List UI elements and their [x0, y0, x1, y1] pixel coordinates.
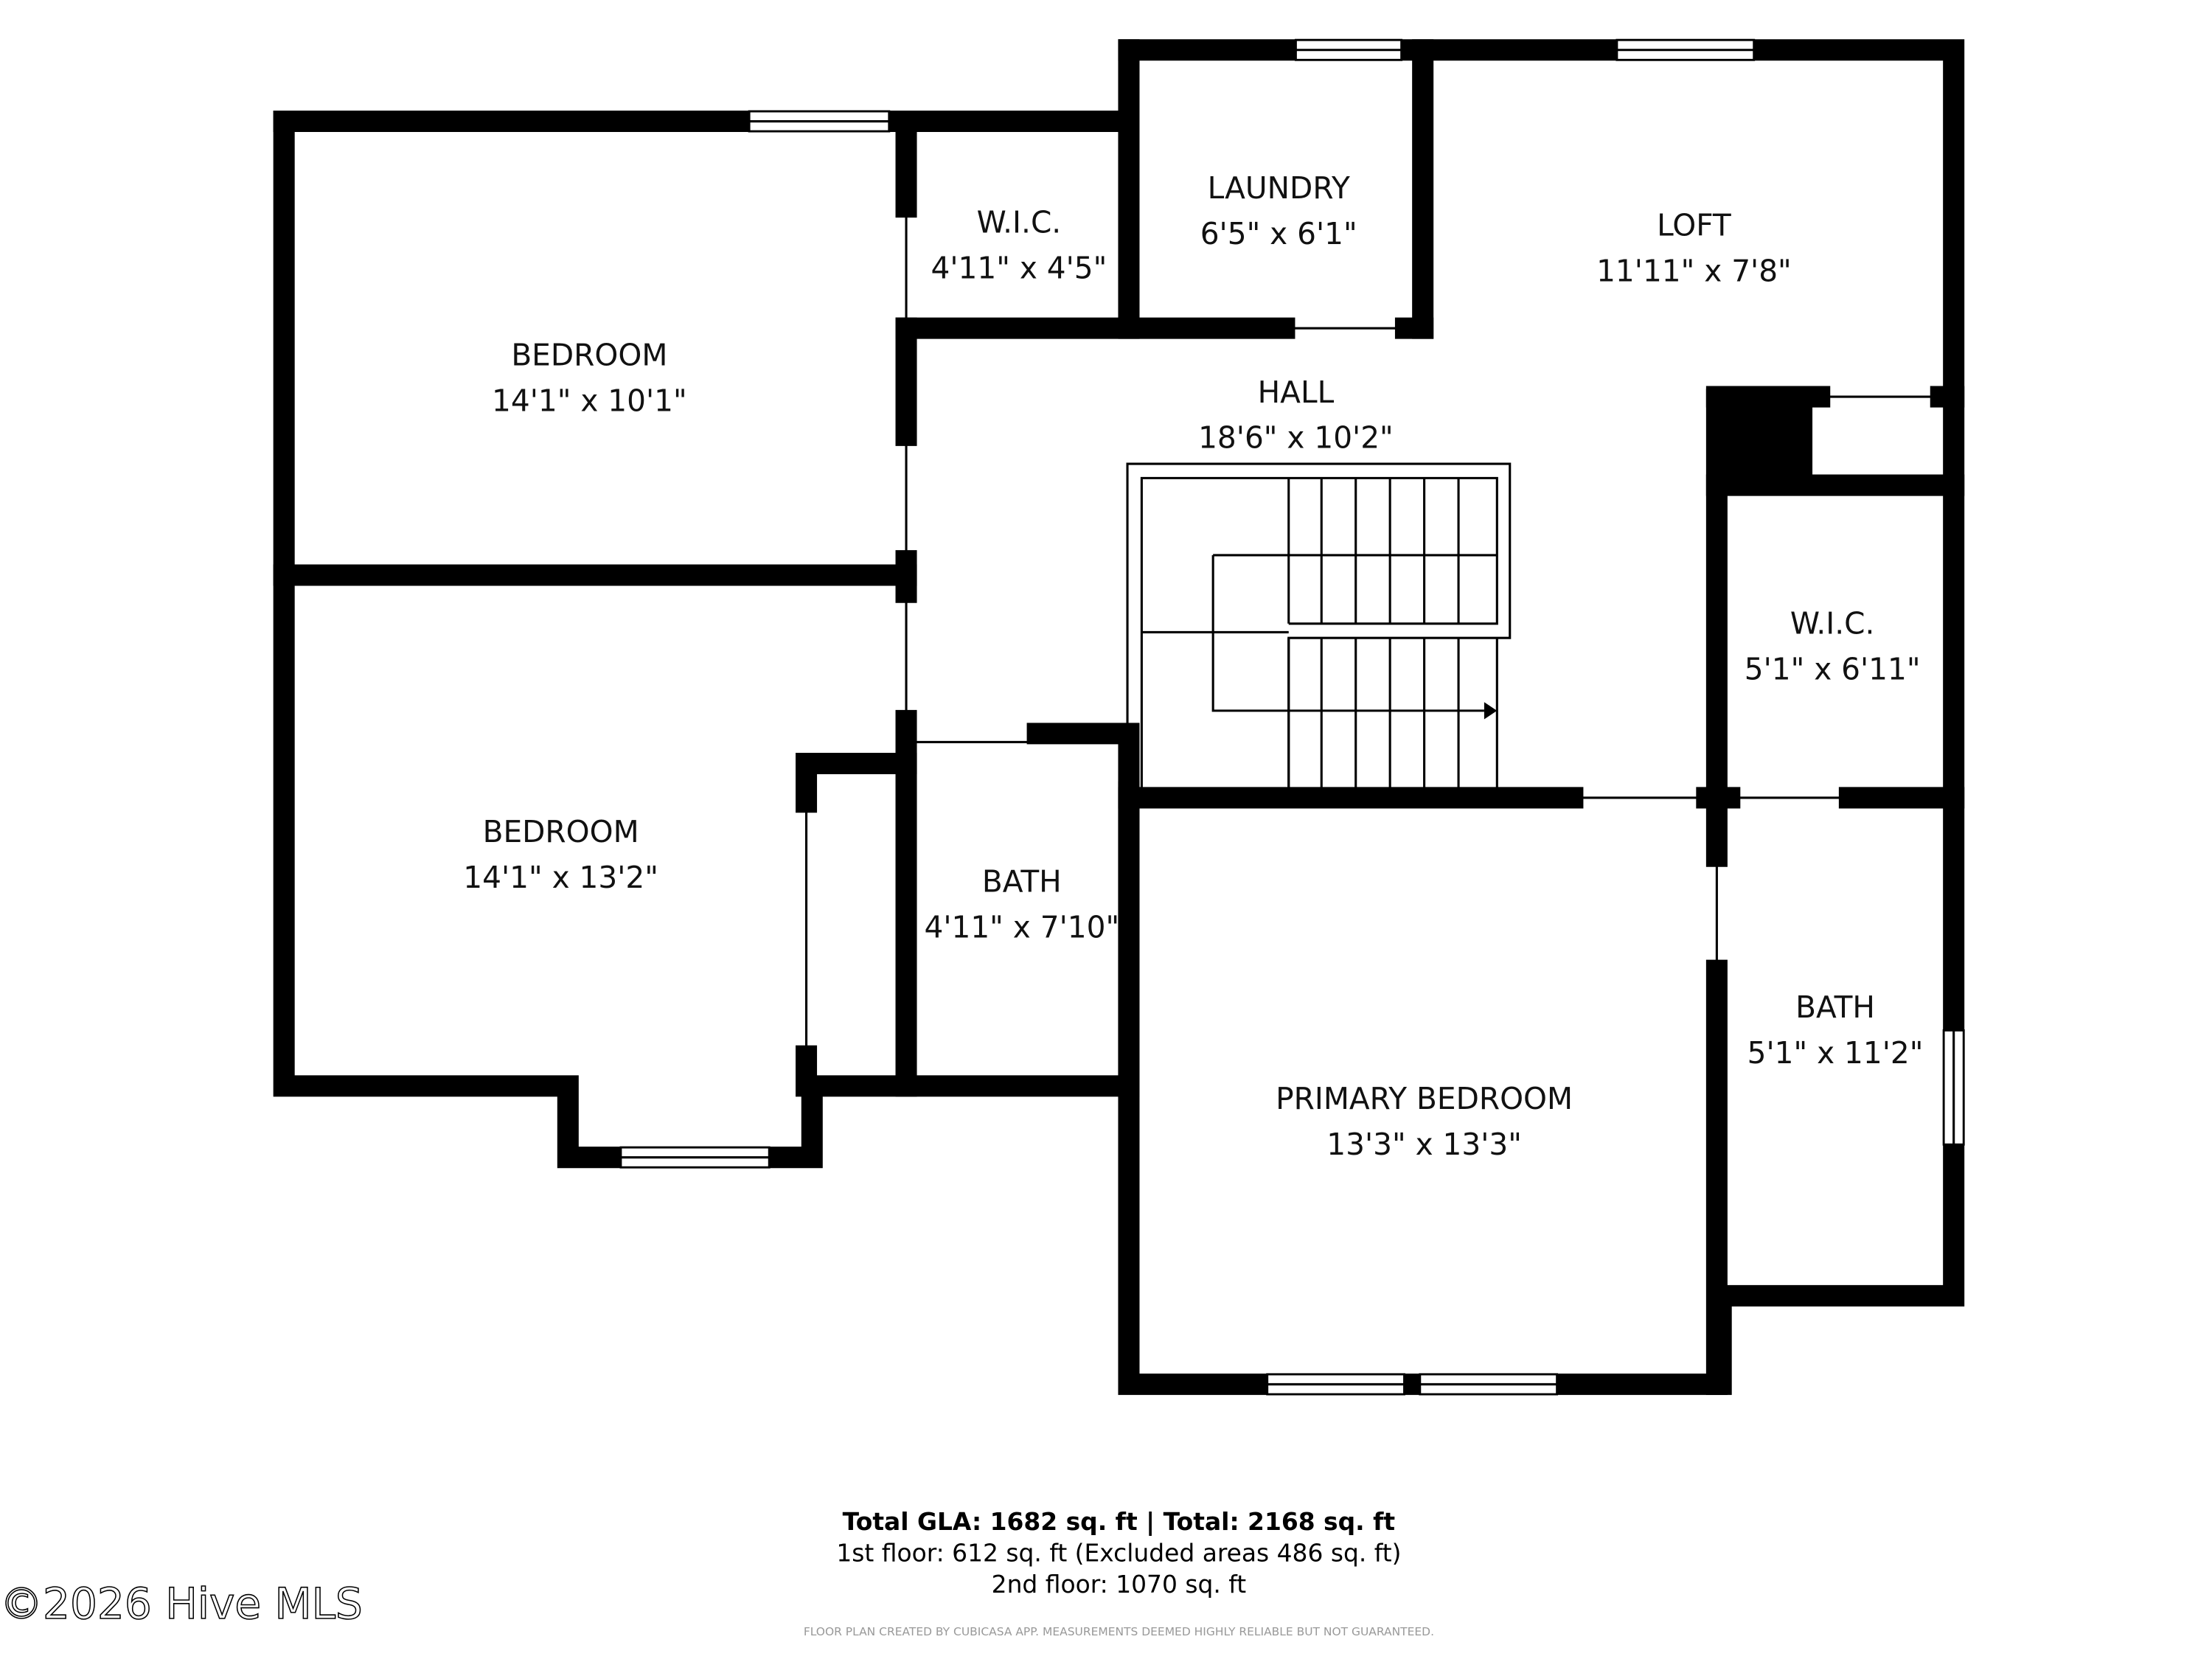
first-floor-area: 1st floor: 612 sq. ft (Excluded areas 48… [836, 1538, 1401, 1567]
room-loft-name: LOFT [1657, 207, 1731, 243]
room-wic-1-dims: 4'11" x 4'5" [931, 250, 1107, 285]
room-wic-1-name: W.I.C. [977, 204, 1062, 240]
room-bath-1-dims: 4'11" x 7'10" [924, 910, 1119, 945]
room-laundry-name: LAUNDRY [1208, 170, 1350, 206]
disclaimer: FLOOR PLAN CREATED BY CUBICASA APP. MEAS… [804, 1625, 1434, 1638]
room-hall-name: HALL [1258, 375, 1335, 410]
room-wic-2-name: W.I.C. [1790, 605, 1875, 641]
staircase [1126, 462, 1512, 793]
room-bedroom-2-name: BEDROOM [483, 814, 639, 849]
room-laundry-dims: 6'5" x 6'1" [1200, 216, 1357, 251]
total-area: Total GLA: 1682 sq. ft | Total: 2168 sq.… [843, 1507, 1395, 1536]
room-primary-bedroom-dims: 13'3" x 13'3" [1326, 1127, 1522, 1162]
walls [273, 39, 1965, 1395]
room-bath-2-dims: 5'1" x 11'2" [1747, 1035, 1924, 1071]
room-bedroom-2-dims: 14'1" x 13'2" [463, 860, 658, 895]
footer: Total GLA: 1682 sq. ft | Total: 2168 sq.… [804, 1507, 1434, 1638]
room-bedroom-1-dims: 14'1" x 10'1" [492, 383, 687, 418]
room-labels: BEDROOM 14'1" x 10'1" W.I.C. 4'11" x 4'5… [463, 170, 1923, 1162]
room-bath-1-name: BATH [982, 864, 1062, 900]
watermark: ©2026 Hive MLS [0, 1579, 363, 1629]
room-bedroom-1-name: BEDROOM [511, 337, 667, 372]
room-bath-2-name: BATH [1795, 990, 1875, 1025]
room-loft-dims: 11'11" x 7'8" [1596, 253, 1792, 288]
room-primary-bedroom-name: PRIMARY BEDROOM [1276, 1081, 1573, 1116]
room-hall-dims: 18'6" x 10'2" [1198, 420, 1394, 456]
windows [619, 38, 1965, 1396]
second-floor-area: 2nd floor: 1070 sq. ft [992, 1570, 1247, 1599]
room-wic-2-dims: 5'1" x 6'11" [1745, 651, 1921, 686]
